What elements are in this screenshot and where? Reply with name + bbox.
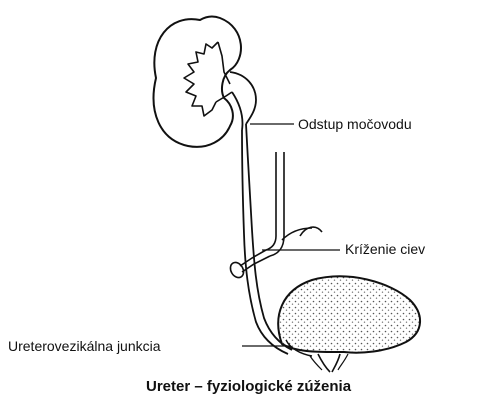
label-vessel-crossing: Kríženie ciev [345, 241, 425, 257]
label-ureter-outlet: Odstup močovodu [298, 116, 412, 132]
diagram-caption: Ureter – fyziologické zúženia [146, 378, 351, 395]
renal-calyces [184, 42, 232, 116]
kidney [154, 17, 241, 147]
bladder [278, 276, 420, 372]
renal-pelvis [230, 72, 256, 130]
label-ureterovesical-junction: Ureterovezikálna junkcia [8, 338, 161, 354]
